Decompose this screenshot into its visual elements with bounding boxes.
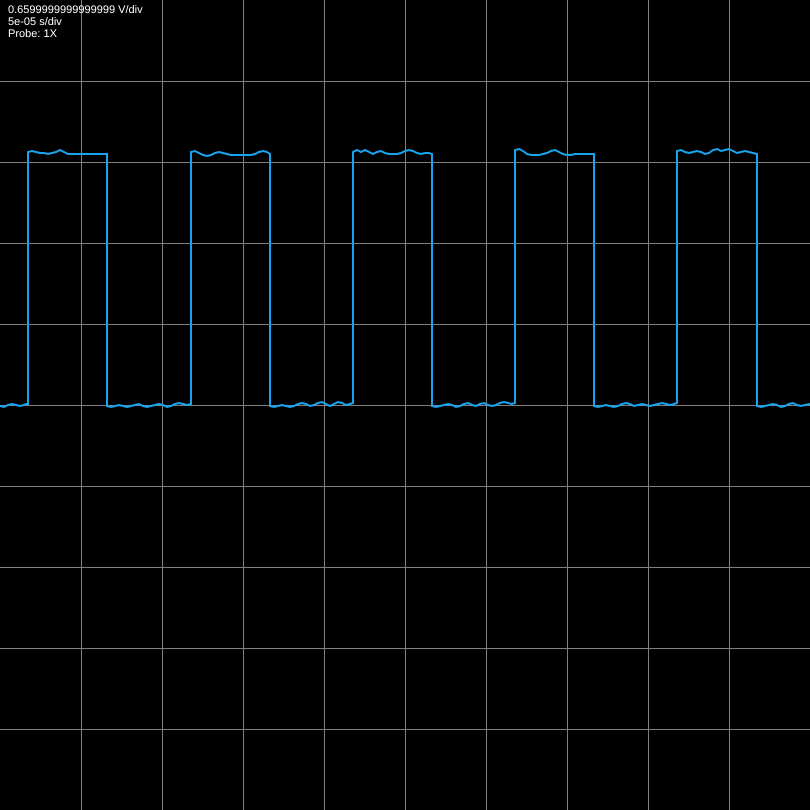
waveform-trace <box>0 147 810 409</box>
